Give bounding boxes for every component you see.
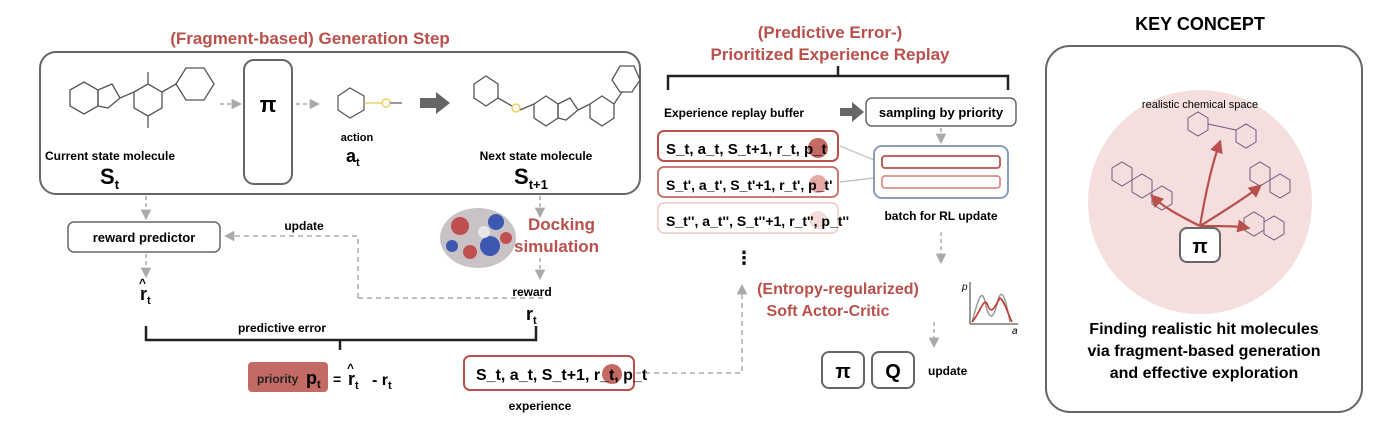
svg-text:p: p — [961, 282, 968, 293]
next-state-symbol: St+1 — [514, 164, 548, 192]
next-state-label: Next state molecule — [480, 149, 593, 163]
experience-label: experience — [509, 399, 572, 413]
chemical-space-blob — [1088, 90, 1312, 314]
key-policy-symbol: π — [1192, 236, 1207, 258]
policy-box — [243, 59, 293, 185]
key-title: KEY CONCEPT — [1135, 14, 1265, 34]
buffer-row-2 — [657, 166, 839, 198]
key-line-3: and effective exploration — [1110, 365, 1299, 382]
transition-arrow — [420, 92, 450, 114]
chemical-space-label: realistic chemical space — [1142, 99, 1258, 111]
exploration-arrows — [1150, 139, 1263, 233]
equation-hat: ^ — [347, 361, 354, 375]
current-molecule-image — [69, 67, 215, 128]
replay-title-1: (Predictive Error-) — [758, 23, 903, 42]
equation-minus-reward: - rt — [372, 372, 392, 392]
predicted-reward-hat: ^ — [139, 276, 146, 290]
reward-predictor-box — [67, 221, 221, 253]
current-state-label: Current state molecule — [45, 149, 175, 163]
replay-title-2: Prioritized Experience Replay — [710, 45, 950, 64]
action-label: action — [341, 132, 374, 144]
entropy-distribution-icon: p a — [961, 282, 1018, 337]
experience-box — [463, 355, 635, 391]
batch-label: batch for RL update — [884, 209, 997, 223]
predictive-error-label: predictive error — [238, 321, 326, 335]
actor-box — [821, 351, 865, 389]
action-symbol: at — [346, 146, 360, 169]
generation-box — [39, 51, 641, 195]
true-reward: rt — [526, 304, 537, 327]
reward-predictor-label: reward predictor — [93, 230, 196, 245]
equation-predicted: rt — [348, 369, 359, 392]
current-state-symbol: St — [100, 164, 120, 192]
experience-tuple: S_t, a_t, S_t+1, r_t, p_t — [476, 367, 648, 384]
docking-label-2: simulation — [514, 237, 599, 256]
sampling-label: sampling by priority — [879, 105, 1004, 120]
buffer-label: Experience replay buffer — [664, 106, 804, 120]
error-bracket — [144, 326, 538, 342]
svg-text:a: a — [1012, 326, 1018, 337]
priority-symbol: pt — [306, 368, 321, 391]
actor-symbol: π — [835, 361, 850, 383]
sac-title-2: Soft Actor-Critic — [767, 303, 890, 320]
predicted-reward: rt — [140, 284, 151, 307]
key-line-2: via fragment-based generation — [1088, 343, 1321, 360]
buffer-row-1-text: S_t, a_t, S_t+1, r_t, p_t — [666, 141, 826, 158]
critic-symbol: Q — [885, 361, 901, 383]
policy-symbol: π — [260, 92, 277, 117]
next-molecule-image — [473, 65, 641, 127]
protein-docking-image — [440, 208, 516, 268]
action-fragment-image — [337, 87, 402, 119]
key-line-1: Finding realistic hit molecules — [1089, 321, 1318, 338]
key-policy-box — [1179, 227, 1221, 263]
buffer-row-2-text: S_t', a_t', S_t'+1, r_t', p_t' — [666, 177, 832, 193]
sampling-box — [865, 97, 1017, 127]
buffer-ellipsis: ⋮ — [735, 248, 753, 268]
update-label: update — [284, 219, 324, 233]
priority-label: priority — [257, 372, 299, 386]
critic-box — [871, 351, 915, 389]
buffer-row-3 — [657, 202, 839, 234]
buffer-row-1 — [657, 130, 839, 162]
generation-title: (Fragment-based) Generation Step — [170, 29, 450, 48]
molecule-sketches — [1111, 111, 1291, 241]
priority-badge — [248, 362, 328, 392]
buffer-row-3-text: S_t'', a_t'', S_t''+1, r_t'', p_t'' — [666, 213, 849, 229]
sac-title-1: (Entropy-regularized) — [757, 281, 919, 298]
reward-label: reward — [512, 285, 551, 299]
equals-sign: = — [333, 371, 341, 387]
sac-update-label: update — [928, 364, 968, 378]
replay-bracket — [666, 74, 1010, 90]
docking-label-1: Docking — [528, 215, 595, 234]
batch-box — [873, 145, 1009, 199]
